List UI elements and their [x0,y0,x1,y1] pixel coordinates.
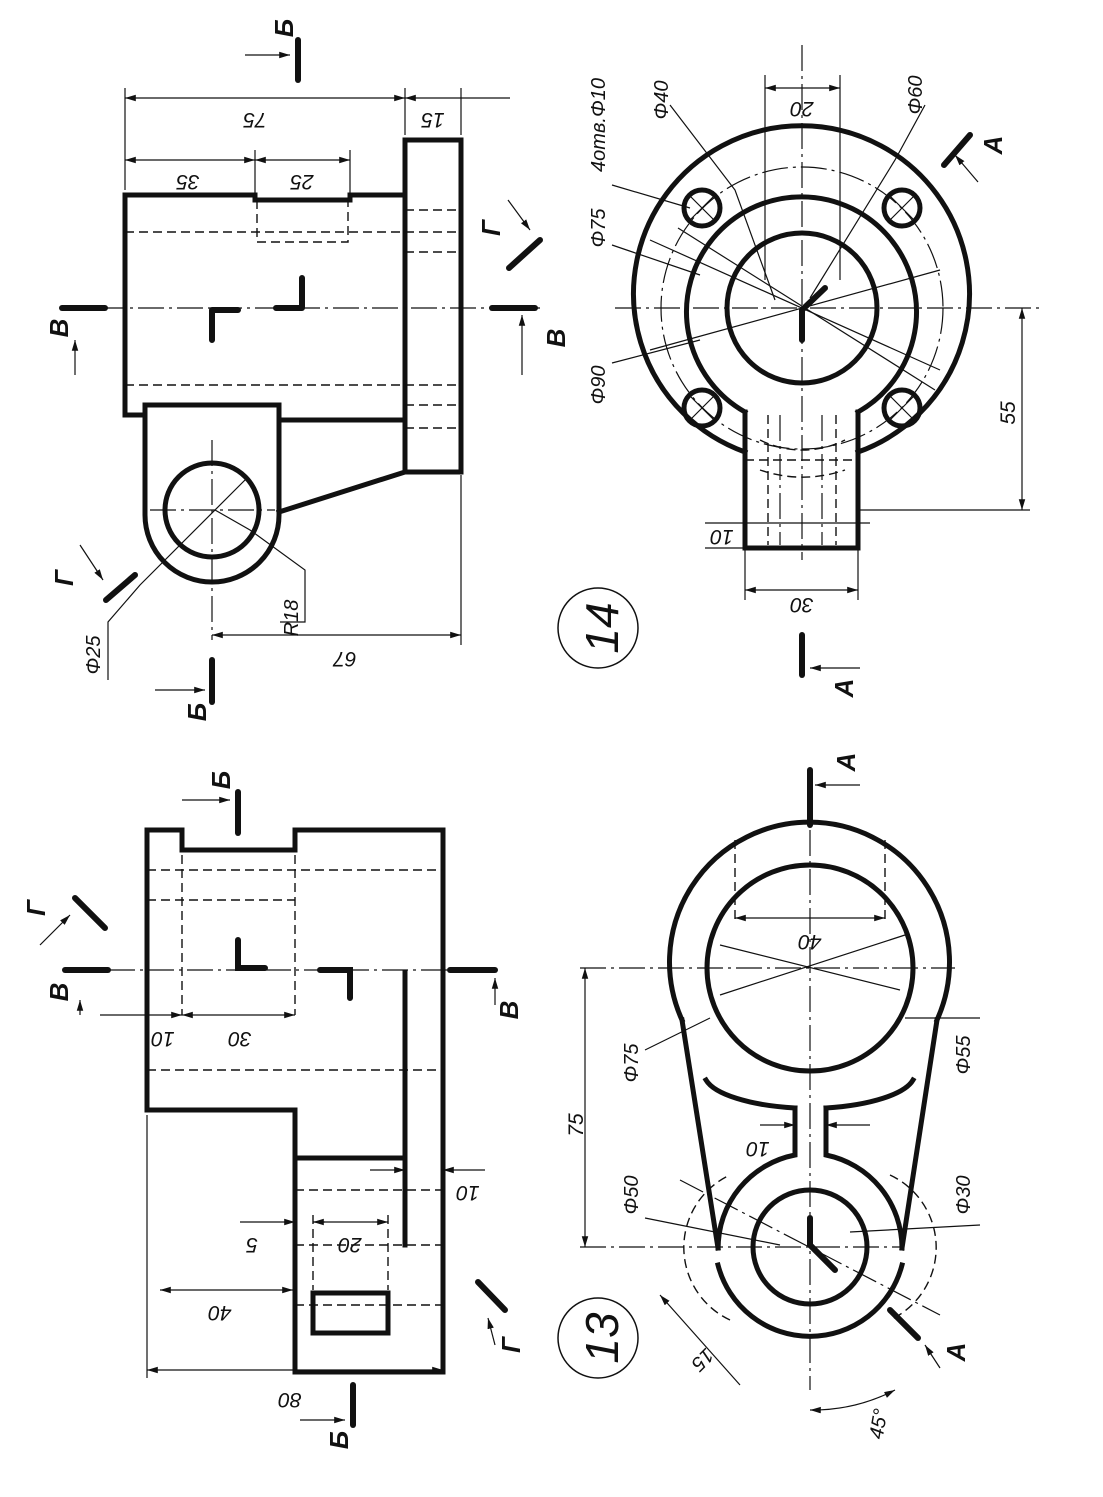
d14-dim-67: 67 [332,647,357,670]
d14-letter-g-right: Г [476,219,506,236]
d13-dim-5: 5 [246,1233,258,1256]
d14-phi75: Φ75 [588,208,610,248]
d13-dim-20: 20 [338,1233,363,1256]
d14-dim-20: 20 [790,97,815,120]
d14-phi60: Φ60 [905,76,927,115]
d13-dim-80: 80 [278,1388,302,1411]
drawing-14-number: 14 [576,602,628,653]
d14-letter-a-top: А [978,136,1008,156]
drawing-13-number-badge: 13 [557,1297,639,1379]
d14-letter-v-left: В [44,319,74,338]
d13-letter-b-bottom: Б [324,1431,354,1449]
d14-letter-v-right: В [541,329,571,348]
d14-letter-g-left: Г [49,569,79,586]
d13-dim-30: 30 [228,1027,252,1050]
d13-letter-b-top: Б [206,771,236,789]
drawing-14-top-view: Φ40 4отв.Φ10 20 Φ60 Φ75 Φ90 55 10 30 А А [588,45,1040,698]
d14-phi40: Φ40 [651,81,673,120]
d14-dim-30: 30 [790,593,814,616]
drawing-13-number: 13 [576,1312,628,1364]
d14-r18: R18 [281,600,303,637]
d13-letter-a-bottom: А [941,1343,971,1363]
d14-dim-10: 10 [710,525,734,548]
d14-letter-a-bottom: А [829,679,859,699]
d13-letter-g-bottom: Г [496,1336,526,1353]
d13-letter-v-right: В [494,1001,524,1020]
d14-dim-15: 15 [421,108,445,131]
d13-plan-40: 40 [798,930,822,953]
d13-dim-40: 40 [208,1301,232,1324]
d13-dim-10-right: 10 [456,1181,480,1204]
d13-dim-15: 15 [686,1344,718,1376]
d14-phi90: Φ90 [588,366,610,405]
d14-letter-b-bottom: Б [182,703,212,721]
drawing-14-front-view: 75 15 35 25 67 R18 Φ25 Б Б В В Г Г [44,19,571,721]
d14-dim-55: 55 [997,401,1020,425]
d14-holes: 4отв.Φ10 [588,78,610,172]
d13-phi75: Φ75 [621,1043,643,1083]
d13-dim-75: 75 [565,1113,588,1137]
d14-letter-b-top: Б [269,19,299,37]
d13-phi30: Φ30 [953,1176,975,1215]
drawing-13-front-view: 10 30 10 5 20 40 80 Б Б В В Г Г [21,771,526,1449]
d13-plan-10: 10 [746,1137,770,1160]
d13-letter-v-left: В [44,983,74,1002]
d14-dim-35: 35 [176,170,200,193]
d13-angle-45: 45° [866,1407,893,1441]
drawing-14-number-badge: 14 [557,587,639,669]
d13-letter-a-top: А [831,753,861,773]
d13-phi55: Φ55 [953,1035,975,1075]
d14-phi25: Φ25 [83,635,105,675]
drawing-13-top-view: 40 Φ75 Φ55 75 10 Φ50 Φ30 15 45° А А [565,753,981,1441]
d13-dim-10-left: 10 [151,1027,175,1050]
d13-letter-g-top: Г [21,899,51,916]
d14-dim-75: 75 [243,108,267,131]
d14-dim-25: 25 [290,170,315,193]
d13-phi50: Φ50 [621,1176,643,1215]
